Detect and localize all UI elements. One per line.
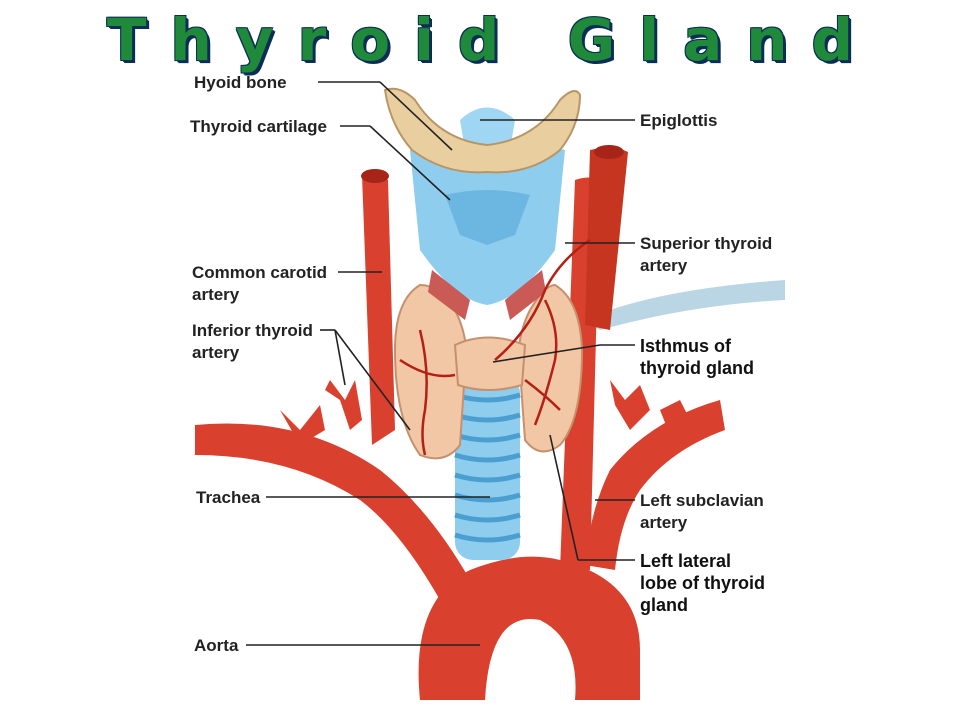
label-thyroid-cartilage: Thyroid cartilage: [190, 117, 327, 136]
label-hyoid-bone: Hyoid bone: [194, 73, 287, 92]
inferior-thyroid-branches-left: [325, 380, 362, 430]
label-aorta: Aorta: [194, 636, 239, 655]
leader-lines: [246, 81, 635, 646]
thyroid-vessels: [399, 238, 591, 456]
thyroid-isthmus: [453, 336, 527, 391]
label-isthmus-line2: thyroid gland: [640, 358, 754, 378]
label-isthmus-line1: Isthmus of: [640, 336, 732, 356]
label-superior-thyroid-line2: artery: [640, 256, 688, 275]
branches-left-2: [280, 405, 325, 445]
background-swoosh: [585, 280, 785, 330]
branches-right: [610, 380, 650, 430]
label-trachea: Trachea: [196, 488, 261, 507]
left-carotid-branch: [585, 147, 628, 330]
label-left-lateral-line3: gland: [640, 595, 688, 615]
aorta-shape: [418, 556, 640, 700]
carotid-cut-left: [361, 169, 389, 183]
cricothyroid-left: [428, 270, 470, 320]
left-thyroid-lobe: [517, 283, 584, 453]
label-superior-thyroid-line1: Superior thyroid: [640, 234, 773, 253]
diagram-title: Thyroid Gland: [106, 6, 878, 74]
epiglottis-shape: [460, 107, 515, 150]
label-left-lateral-line1: Left lateral: [640, 551, 732, 571]
label-left-subclavian-line1: Left subclavian: [640, 491, 764, 510]
label-epiglottis: Epiglottis: [640, 111, 718, 130]
branches-right-2: [660, 400, 690, 435]
label-left-lateral-line2: lobe of thyroid: [640, 573, 765, 593]
right-subclavian-artery: [195, 423, 470, 600]
hyoid-bone-shape: [383, 87, 582, 174]
left-subclavian-artery-shape: [585, 400, 725, 570]
carotid-cut-right: [594, 145, 624, 159]
thyroid-cartilage-notch: [445, 190, 530, 245]
trachea-shape: [455, 375, 520, 560]
label-inferior-thyroid-line2: artery: [192, 343, 240, 362]
cricothyroid-right: [505, 270, 546, 320]
label-common-carotid-line1: Common carotid: [192, 263, 328, 282]
label-common-carotid-line2: artery: [192, 285, 240, 304]
label-left-subclavian-line2: artery: [640, 513, 688, 532]
label-inferior-thyroid-line1: Inferior thyroid: [192, 321, 313, 340]
